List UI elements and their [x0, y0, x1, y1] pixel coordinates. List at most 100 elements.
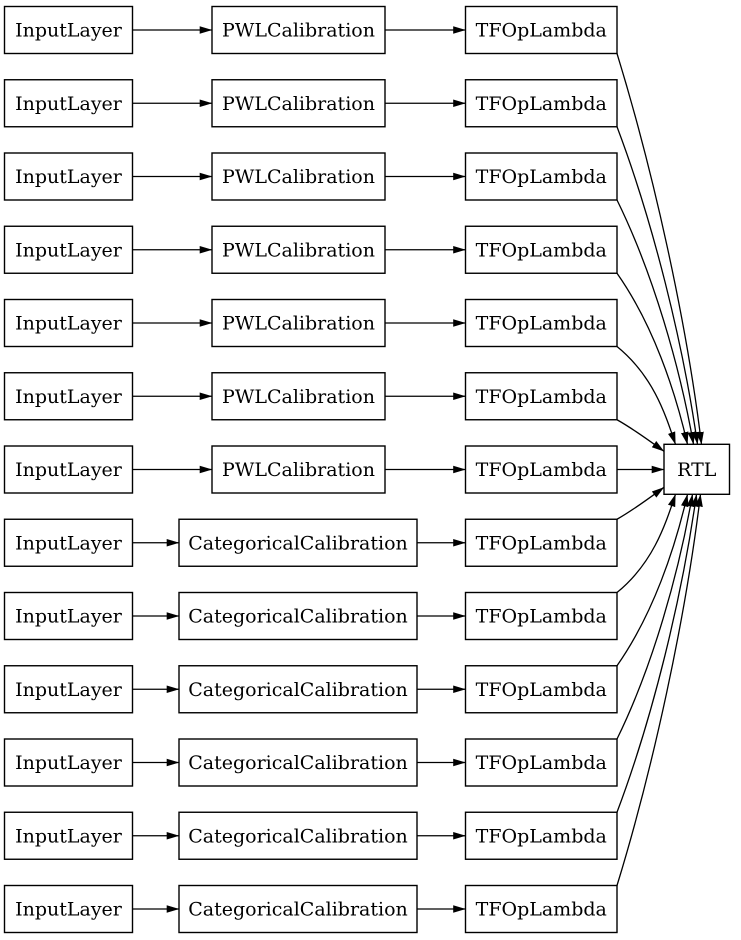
edge-op-to-rtl-row-6: [616, 419, 665, 452]
calibration-row-11-box: [178, 738, 418, 787]
node-input-layer-row-7: InputLayer: [3, 445, 134, 494]
tfop-lambda-row-4-box: [464, 225, 618, 274]
edge-op-to-rtl-row-13: [616, 494, 703, 886]
calibration-row-6-box: [211, 372, 386, 421]
calibration-row-2-label: PWLCalibration: [222, 93, 375, 115]
tfop-lambda-row-9-label: TFOpLambda: [476, 606, 607, 628]
input-layer-row-8-box: [3, 518, 134, 567]
node-tfop-lambda-row-11: TFOpLambda: [464, 738, 618, 787]
calibration-row-9-box: [178, 591, 418, 641]
node-tfop-lambda-row-5: TFOpLambda: [464, 298, 618, 348]
tfop-lambda-row-13-box: [464, 884, 618, 934]
calibration-row-2-box: [211, 79, 386, 128]
edge-op-to-rtl-row-11: [616, 494, 695, 740]
node-input-layer-row-3: InputLayer: [3, 152, 134, 201]
node-calibration-row-11: CategoricalCalibration: [178, 738, 418, 787]
node-input-layer-row-8: InputLayer: [3, 518, 134, 567]
tfop-lambda-row-10-label: TFOpLambda: [476, 679, 607, 701]
node-calibration-row-10: CategoricalCalibration: [178, 665, 418, 714]
tfop-lambda-row-3-box: [464, 152, 618, 201]
input-layer-row-12-label: InputLayer: [15, 825, 123, 847]
input-layer-row-2-label: InputLayer: [15, 93, 123, 115]
tfop-lambda-row-9-box: [464, 591, 618, 641]
tfop-lambda-row-4-label: TFOpLambda: [476, 239, 607, 261]
node-calibration-row-8: CategoricalCalibration: [178, 518, 418, 567]
node-input-layer-row-2: InputLayer: [3, 79, 134, 128]
calibration-row-12-label: CategoricalCalibration: [188, 825, 408, 847]
input-layer-row-4-label: InputLayer: [15, 239, 123, 261]
calibration-row-13-box: [178, 884, 418, 934]
tfop-lambda-row-11-label: TFOpLambda: [476, 752, 607, 774]
input-layer-row-7-box: [3, 445, 134, 494]
edge-op-to-rtl-row-3: [616, 199, 696, 445]
node-tfop-lambda-row-12: TFOpLambda: [464, 811, 618, 860]
calibration-row-10-box: [178, 665, 418, 714]
input-layer-row-3-label: InputLayer: [15, 166, 123, 188]
input-layer-row-11-box: [3, 738, 134, 787]
calibration-row-3-label: PWLCalibration: [222, 166, 375, 188]
tfop-lambda-row-5-box: [464, 298, 618, 348]
input-layer-row-4-box: [3, 225, 134, 274]
input-layer-row-6-label: InputLayer: [15, 386, 123, 408]
tfop-lambda-row-10-box: [464, 665, 618, 714]
rtl-output-label: RTL: [677, 459, 717, 481]
calibration-row-13-label: CategoricalCalibration: [188, 899, 408, 921]
edge-op-to-rtl-row-4: [616, 272, 689, 445]
input-layer-row-1-label: InputLayer: [15, 20, 123, 42]
tfop-lambda-row-2-label: TFOpLambda: [476, 93, 607, 115]
node-calibration-row-6: PWLCalibration: [211, 372, 386, 421]
calibration-row-12-box: [178, 811, 418, 860]
node-calibration-row-2: PWLCalibration: [211, 79, 386, 128]
input-layer-row-1-box: [3, 5, 134, 55]
node-tfop-lambda-row-10: TFOpLambda: [464, 665, 618, 714]
input-layer-row-9-label: InputLayer: [15, 606, 123, 628]
calibration-row-4-box: [211, 225, 386, 274]
calibration-row-7-label: PWLCalibration: [222, 459, 375, 481]
node-tfop-lambda-row-6: TFOpLambda: [464, 372, 618, 421]
calibration-row-3-box: [211, 152, 386, 201]
input-layer-row-13-label: InputLayer: [15, 899, 123, 921]
node-calibration-row-7: PWLCalibration: [211, 445, 386, 494]
calibration-row-10-label: CategoricalCalibration: [188, 679, 408, 701]
calibration-row-7-box: [211, 445, 386, 494]
input-layer-row-7-label: InputLayer: [15, 459, 123, 481]
node-calibration-row-4: PWLCalibration: [211, 225, 386, 274]
tfop-lambda-row-13-label: TFOpLambda: [476, 899, 607, 921]
input-layer-row-9-box: [3, 591, 134, 641]
rtl-output-box: [663, 443, 731, 495]
node-input-layer-row-10: InputLayer: [3, 665, 134, 714]
input-layer-row-13-box: [3, 884, 134, 934]
node-tfop-lambda-row-7: TFOpLambda: [464, 445, 618, 494]
node-tfop-lambda-row-2: TFOpLambda: [464, 79, 618, 128]
node-tfop-lambda-row-9: TFOpLambda: [464, 591, 618, 641]
tfop-lambda-row-6-label: TFOpLambda: [476, 386, 607, 408]
node-calibration-row-3: PWLCalibration: [211, 152, 386, 201]
input-layer-row-3-box: [3, 152, 134, 201]
calibration-row-5-box: [211, 298, 386, 348]
calibration-row-8-label: CategoricalCalibration: [188, 532, 408, 554]
calibration-row-6-label: PWLCalibration: [222, 386, 375, 408]
node-calibration-row-9: CategoricalCalibration: [178, 591, 418, 641]
calibration-row-11-label: CategoricalCalibration: [188, 752, 408, 774]
node-tfop-lambda-row-1: TFOpLambda: [464, 5, 618, 55]
node-input-layer-row-5: InputLayer: [3, 298, 134, 348]
tfop-lambda-row-2-box: [464, 79, 618, 128]
tfop-lambda-row-8-box: [464, 518, 618, 567]
edge-op-to-rtl-row-8: [616, 486, 665, 520]
input-layer-row-6-box: [3, 372, 134, 421]
calibration-row-1-label: PWLCalibration: [222, 20, 375, 42]
tfop-lambda-row-1-box: [464, 5, 618, 55]
node-input-layer-row-11: InputLayer: [3, 738, 134, 787]
node-input-layer-row-1: InputLayer: [3, 5, 134, 55]
node-input-layer-row-4: InputLayer: [3, 225, 134, 274]
input-layer-row-12-box: [3, 811, 134, 860]
input-layer-row-11-label: InputLayer: [15, 752, 123, 774]
edge-op-to-rtl-row-2: [616, 126, 700, 445]
calibration-row-5-label: PWLCalibration: [222, 313, 375, 335]
node-tfop-lambda-row-4: TFOpLambda: [464, 225, 618, 274]
node-calibration-row-12: CategoricalCalibration: [178, 811, 418, 860]
input-layer-row-10-label: InputLayer: [15, 679, 123, 701]
tfop-lambda-row-7-box: [464, 445, 618, 494]
tfop-lambda-row-11-box: [464, 738, 618, 787]
